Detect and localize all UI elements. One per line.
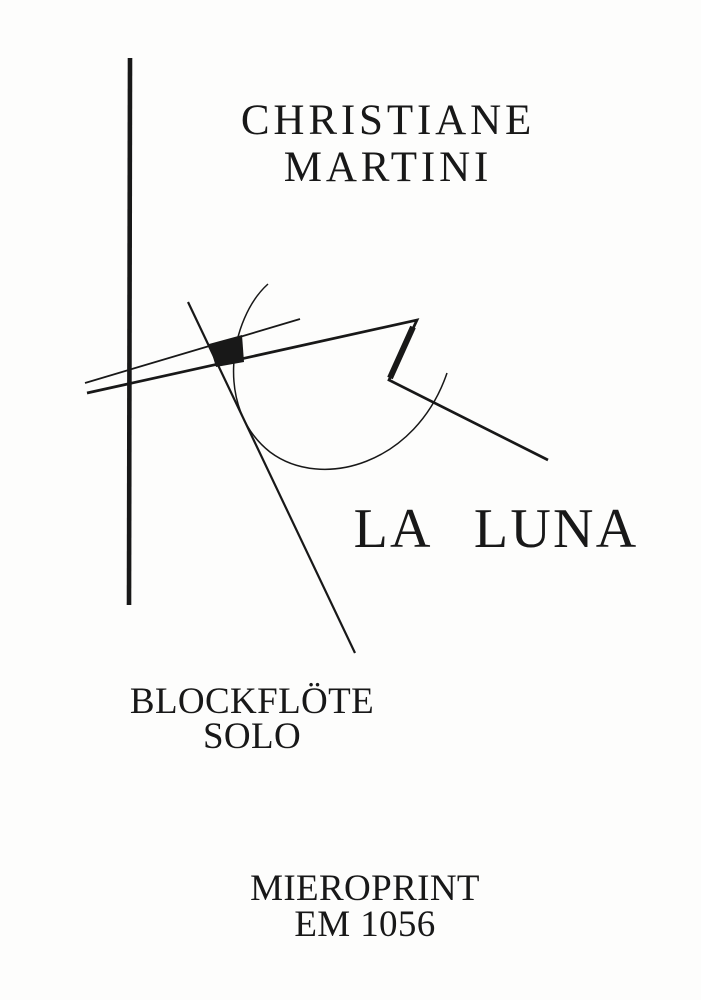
zigzag-thick-segment xyxy=(387,325,416,380)
instrumentation-solo: SOLO xyxy=(202,716,302,757)
publisher-name: MIEROPRINT xyxy=(250,868,480,909)
crescent-arc xyxy=(232,283,448,471)
instrumentation: BLOCKFLÖTE SOLO xyxy=(92,681,412,757)
instrumentation-instrument: BLOCKFLÖTE xyxy=(129,681,375,722)
zigzag-line xyxy=(86,318,549,462)
composer-name: CHRISTIANE MARTINI xyxy=(183,97,593,191)
thin-diagonal-line xyxy=(84,318,301,384)
catalog-number: EM 1056 xyxy=(294,904,436,945)
vertical-accent-line xyxy=(126,57,133,606)
work-title: LA LUNA xyxy=(353,498,639,560)
publisher-imprint: MIEROPRINT EM 1056 xyxy=(205,868,525,945)
composer-last-name: MARTINI xyxy=(283,144,493,191)
composer-first-name: CHRISTIANE xyxy=(240,97,536,144)
filled-intersection-quad xyxy=(209,335,244,367)
